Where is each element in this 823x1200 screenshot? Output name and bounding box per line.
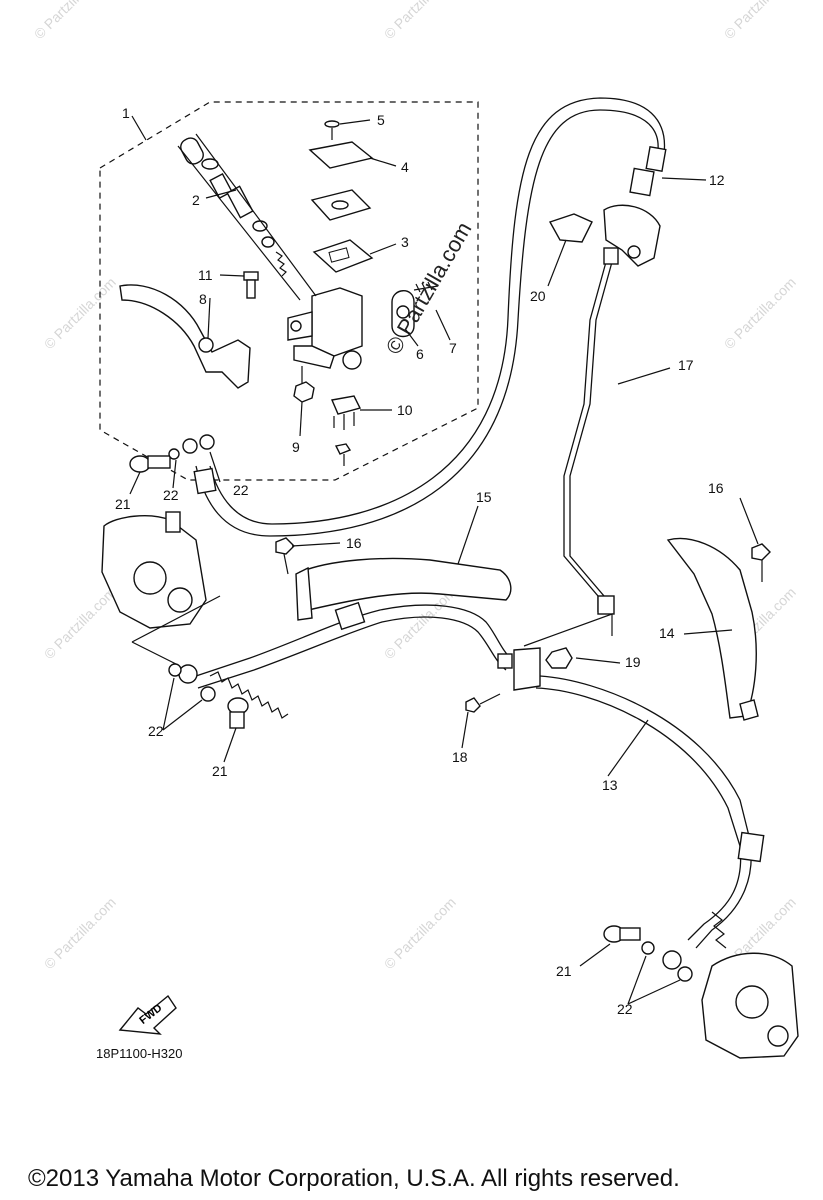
washer xyxy=(200,686,216,702)
master-cylinder-body xyxy=(287,287,363,370)
nut xyxy=(293,381,315,403)
hose-protector xyxy=(295,557,512,621)
callout: 14 xyxy=(659,625,675,641)
callout: 19 xyxy=(625,654,641,670)
right-brake-hose xyxy=(539,675,752,949)
callout: 6 xyxy=(416,346,424,362)
callout: 1 xyxy=(122,105,130,121)
left-brake-caliper xyxy=(101,511,207,629)
hose-clamp-bracket xyxy=(548,204,661,267)
upper-banjo-fitting xyxy=(182,434,217,495)
union-bolt xyxy=(603,925,641,943)
left-hose-fitting xyxy=(178,601,366,719)
master-cylinder-assembly-outline xyxy=(99,101,479,481)
callout: 12 xyxy=(709,172,725,188)
callout: 8 xyxy=(199,291,207,307)
watermark: © Partzilla.com xyxy=(721,0,799,42)
forward-direction-arrow: FWD xyxy=(118,994,177,1035)
brake-light-switch xyxy=(331,395,362,466)
union-bolt xyxy=(129,448,180,473)
center-watermark: © Partzilla.com xyxy=(381,218,477,359)
washer xyxy=(168,663,182,677)
diagram-part-code: 18P1100-H320 xyxy=(96,1046,183,1061)
callout: 3 xyxy=(401,234,409,250)
holder-bracket xyxy=(391,281,439,338)
callout: 21 xyxy=(212,763,228,779)
callout: 22 xyxy=(148,723,164,739)
callout: 17 xyxy=(678,357,694,373)
diaphragm xyxy=(312,239,374,273)
callout: 22 xyxy=(163,487,179,503)
callout: 16 xyxy=(708,480,724,496)
watermark: © Partzilla.com xyxy=(31,0,109,42)
callout: 10 xyxy=(397,402,413,418)
hose-guard xyxy=(666,537,759,721)
brake-lever xyxy=(119,284,251,389)
watermark-tiles: © Partzilla.com © Partzilla.com © Partzi… xyxy=(31,0,799,972)
callout: 9 xyxy=(292,439,300,455)
callout-labels: 1 2 3 4 5 6 7 8 9 10 11 12 13 14 15 16 1… xyxy=(115,105,725,1017)
guard-bolt xyxy=(751,543,771,582)
callout: 5 xyxy=(377,112,385,128)
watermark: © Partzilla.com xyxy=(381,0,459,42)
right-hose-fitting xyxy=(662,831,765,970)
callout: 2 xyxy=(192,192,200,208)
callout: 18 xyxy=(452,749,468,765)
callout: 21 xyxy=(115,496,131,512)
protector-bolt xyxy=(275,537,295,575)
right-brake-caliper xyxy=(701,952,799,1059)
reservoir-cap xyxy=(308,141,374,169)
callout: 7 xyxy=(449,340,457,356)
callout: 21 xyxy=(556,963,572,979)
leader-lines xyxy=(129,115,759,1005)
callout: 22 xyxy=(617,1001,633,1017)
watermark: © Partzilla.com xyxy=(41,894,119,972)
callout: 20 xyxy=(530,288,546,304)
watermark: © Partzilla.com xyxy=(381,584,459,662)
watermark: © Partzilla.com xyxy=(41,274,119,352)
main-brake-hose-upper xyxy=(195,109,659,537)
callout: 15 xyxy=(476,489,492,505)
callout: 11 xyxy=(198,267,213,283)
copyright-notice: ©2013 Yamaha Motor Corporation, U.S.A. A… xyxy=(28,1165,680,1192)
junction-bolt xyxy=(465,693,501,713)
callout: 16 xyxy=(346,535,362,551)
left-brake-hose xyxy=(195,604,513,677)
watermark: © Partzilla.com xyxy=(41,584,119,662)
watermark: © Partzilla.com xyxy=(721,274,799,352)
callout: 4 xyxy=(401,159,409,175)
callout: 22 xyxy=(233,482,249,498)
washer xyxy=(641,941,655,955)
watermark: © Partzilla.com xyxy=(381,894,459,972)
union-bolt xyxy=(227,697,249,729)
callout: 13 xyxy=(602,777,618,793)
junction-block xyxy=(497,647,573,691)
lever-pivot-bolt xyxy=(243,271,259,299)
washer xyxy=(677,966,693,982)
hose-fitting-12 xyxy=(629,145,667,197)
cap-screw xyxy=(324,120,340,140)
